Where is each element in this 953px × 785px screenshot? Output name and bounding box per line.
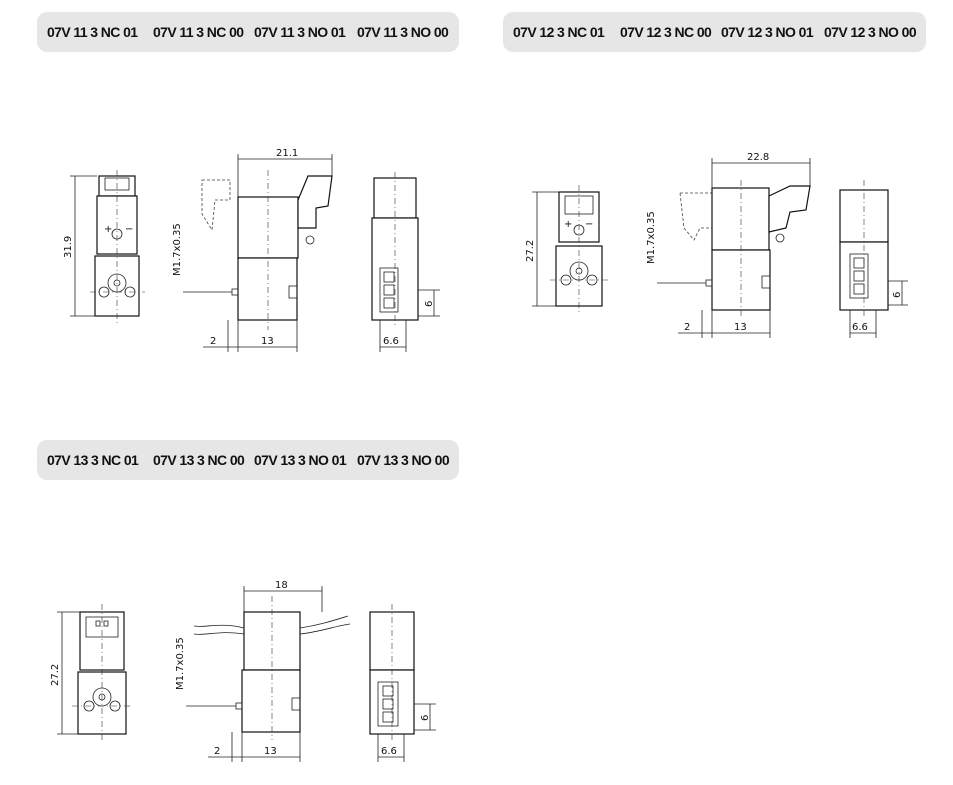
width-dimension: 22.8	[747, 152, 769, 163]
valve-drawing-07v13: 27.2 M1.7x0.35 18 2 13 6.6	[50, 580, 436, 762]
minus-sign: −	[125, 224, 133, 235]
height-dimension: 31.9	[63, 236, 74, 258]
model-code-bar-3: 07V 13 3 NC 01 07V 13 3 NC 00 07V 13 3 N…	[37, 440, 459, 480]
minus-sign: −	[585, 219, 593, 230]
height-dimension: 27.2	[50, 664, 61, 686]
plus-sign: +	[104, 224, 112, 235]
width-dimension: 18	[275, 580, 288, 591]
connector-view: 6.6 6	[369, 604, 436, 762]
thread-label: M1.7x0.35	[172, 223, 183, 276]
body-dimension: 13	[734, 322, 747, 333]
side-view: M1.7x0.35 21.1 2 13	[172, 148, 333, 352]
front-view: + − 27.2	[525, 185, 608, 315]
width-dimension: 21.1	[276, 148, 298, 159]
thread-label: M1.7x0.35	[175, 637, 186, 690]
pin-height-dimension: 6	[892, 292, 903, 298]
pin-width-dimension: 6.6	[381, 746, 397, 757]
pin-width-dimension: 6.6	[852, 322, 868, 333]
pin-height-dimension: 6	[424, 301, 435, 307]
model-code: 07V 12 3 NC 00	[620, 24, 712, 40]
model-code: 07V 13 3 NC 00	[153, 452, 245, 468]
model-code: 07V 11 3 NC 00	[153, 24, 244, 40]
model-code: 07V 12 3 NO 00	[824, 24, 917, 40]
offset-dimension: 2	[684, 322, 690, 333]
model-code: 07V 13 3 NO 00	[357, 452, 450, 468]
body-dimension: 13	[261, 336, 274, 347]
connector-view: 6.6 6	[839, 180, 908, 338]
valve-drawing-07v11: + − 31.9 M1.7x0.35 21.1 2	[63, 148, 440, 352]
side-view: M1.7x0.35 18 2 13	[175, 580, 351, 762]
model-code: 07V 11 3 NC 01	[47, 24, 138, 40]
connector-view: 6.6 6	[371, 172, 440, 352]
pin-height-dimension: 6	[420, 715, 431, 721]
model-code: 07V 12 3 NO 01	[721, 24, 814, 40]
offset-dimension: 2	[214, 746, 220, 757]
model-code: 07V 13 3 NO 01	[254, 452, 347, 468]
pin-width-dimension: 6.6	[383, 336, 399, 347]
model-code: 07V 13 3 NC 01	[47, 452, 139, 468]
side-view: M1.7x0.35 22.8 2 13	[646, 152, 811, 338]
body-dimension: 13	[264, 746, 277, 757]
model-code-bar-2: 07V 12 3 NC 01 07V 12 3 NC 00 07V 12 3 N…	[503, 12, 926, 52]
offset-dimension: 2	[210, 336, 216, 347]
model-code-bar-1: 07V 11 3 NC 01 07V 11 3 NC 00 07V 11 3 N…	[37, 12, 459, 52]
height-dimension: 27.2	[525, 240, 536, 262]
thread-label: M1.7x0.35	[646, 211, 657, 264]
model-code: 07V 11 3 NO 00	[357, 24, 449, 40]
model-code: 07V 11 3 NO 01	[254, 24, 346, 40]
front-view: 27.2	[50, 604, 132, 742]
valve-drawing-07v12: + − 27.2 M1.7x0.35 22.8 2 13	[525, 152, 908, 338]
model-code: 07V 12 3 NC 01	[513, 24, 605, 40]
plus-sign: +	[564, 219, 572, 230]
front-view: + − 31.9	[63, 170, 145, 325]
